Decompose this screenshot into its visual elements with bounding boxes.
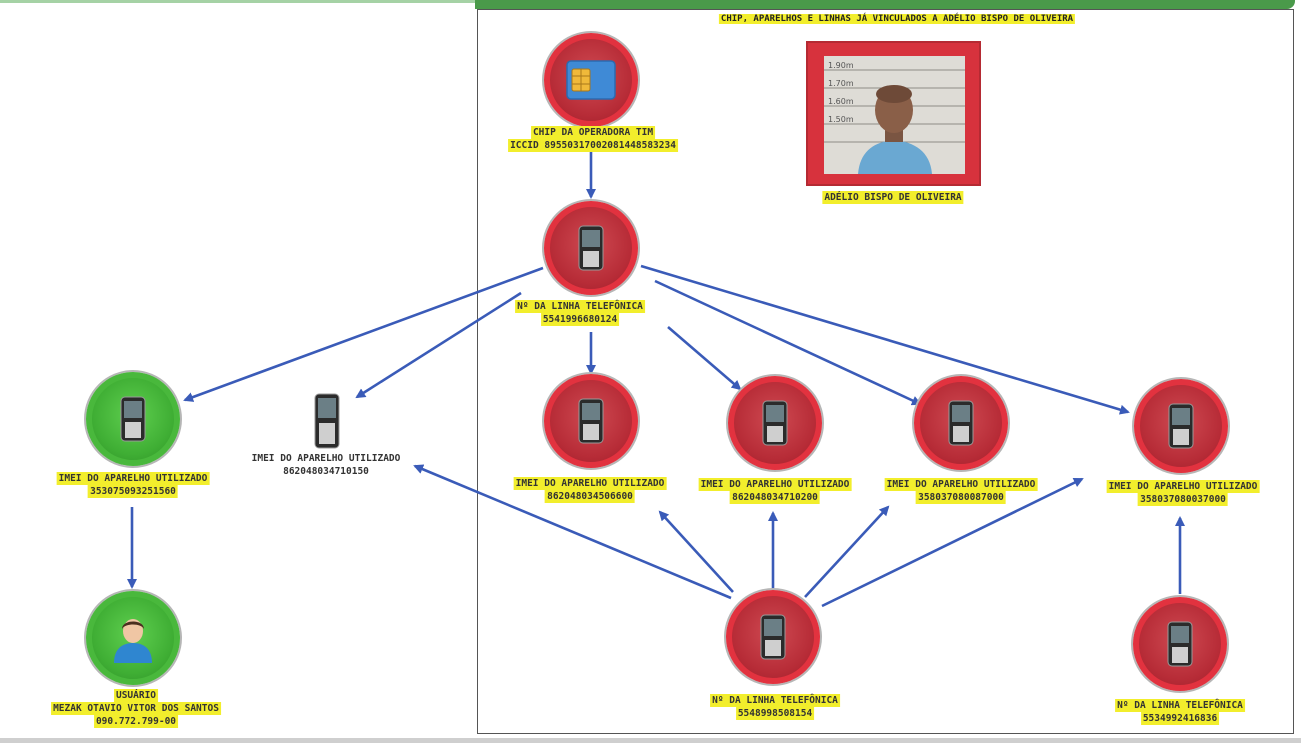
- imei-node-2: [728, 376, 822, 470]
- mobile-phone-icon: [120, 396, 146, 442]
- mobile-phone-icon: [1168, 403, 1194, 449]
- phone-line-node-bottom-right: [1133, 597, 1227, 691]
- arrow-bottom-line-to-imei-plain: [413, 464, 732, 600]
- imei-node-green: [86, 372, 180, 466]
- svg-text:1.70m: 1.70m: [828, 79, 854, 88]
- phone-line-node-bottom-mid: [726, 590, 820, 684]
- svg-text:1.60m: 1.60m: [828, 97, 854, 106]
- arrow-line-to-imei-4: [640, 264, 1130, 415]
- arrow-line-to-imei-plain: [355, 291, 522, 399]
- mobile-phone-icon: [578, 225, 604, 271]
- svg-text:1.50m: 1.50m: [828, 115, 854, 124]
- mobile-phone-icon: [760, 614, 786, 660]
- mobile-phone-icon: [1167, 621, 1193, 667]
- mobile-phone-icon: [578, 398, 604, 444]
- mobile-phone-icon: [762, 400, 788, 446]
- bottom-divider: [0, 738, 1301, 743]
- imei-node-4: [1134, 379, 1228, 473]
- arrow-bottom-line-to-imei-1: [658, 510, 734, 593]
- suspect-name-label: ADÉLIO BISPO DE OLIVEIRA: [822, 191, 964, 204]
- arrow-bottom-line-to-imei-4: [821, 477, 1084, 608]
- user-icon: [114, 619, 152, 663]
- arrow-bottom-line-to-imei-3: [804, 505, 890, 598]
- user-node: [86, 591, 180, 685]
- arrow-line-to-imei-green: [183, 266, 544, 402]
- chip-node: [544, 33, 638, 127]
- mugshot-photo: 1.90m 1.70m 1.60m 1.50m: [824, 56, 965, 174]
- sim-card-icon: [566, 60, 616, 100]
- mobile-phone-icon: [948, 400, 974, 446]
- diagram-title: CHIP, APARELHOS E LINHAS JÁ VINCULADOS A…: [718, 14, 1076, 24]
- suspect-photo-frame: 1.90m 1.70m 1.60m 1.50m: [806, 41, 981, 186]
- phone-line-node-top: [544, 201, 638, 295]
- arrow-line-to-imei-2: [667, 326, 742, 391]
- arrow-line-to-imei-3: [654, 279, 922, 406]
- header-accent-bar: [0, 0, 1301, 10]
- svg-text:1.90m: 1.90m: [828, 61, 854, 70]
- mobile-phone-icon: [314, 393, 340, 449]
- linked-items-frame: [477, 9, 1294, 734]
- imei-node-3: [914, 376, 1008, 470]
- imei-node-1: [544, 374, 638, 468]
